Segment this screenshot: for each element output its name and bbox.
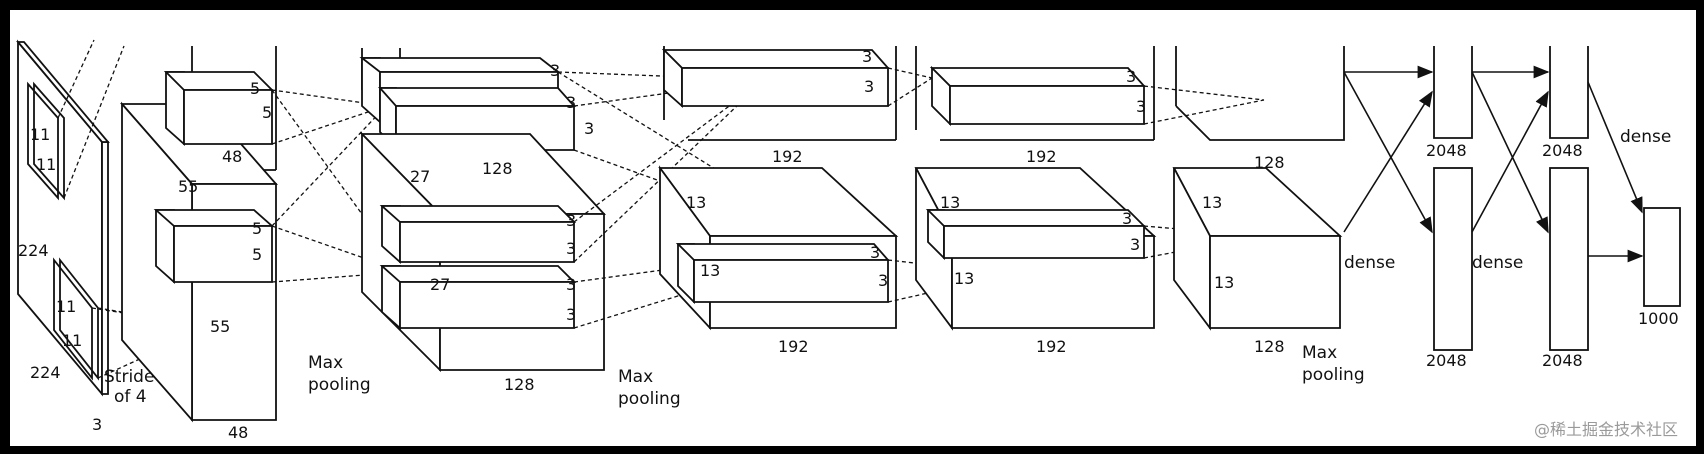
- input-depth-label: 3: [92, 415, 102, 434]
- max-pooling-label: pooling: [618, 389, 681, 409]
- conv3-depth-label: 192: [772, 147, 803, 166]
- conv3-kernel-size: 3: [870, 243, 880, 262]
- conv2-depth-label: 128: [504, 375, 535, 394]
- conv5-depth-label: 128: [1254, 337, 1285, 356]
- conv5-block: [1172, 46, 1345, 331]
- input-width-label: 224: [30, 363, 61, 382]
- dense-label: dense: [1344, 253, 1395, 273]
- conv5-height-label: 13: [1202, 193, 1222, 212]
- max-pooling-label: Max: [308, 353, 343, 373]
- conv4-depth-label: 192: [1036, 337, 1067, 356]
- conv3-height-label: 13: [686, 193, 706, 212]
- input-kernel-size: 11: [30, 125, 50, 144]
- fc-size-label: 2048: [1542, 141, 1583, 160]
- conv5-depth-label: 128: [1254, 153, 1285, 172]
- conv2-width-label: 27: [430, 275, 450, 294]
- conv2-kernel-size: 3: [566, 93, 576, 112]
- conv2-kernel-size: 3: [550, 61, 560, 80]
- conv2-kernel-size: 3: [566, 275, 576, 294]
- max-pooling-label: pooling: [308, 375, 371, 395]
- fc-size-label: 2048: [1426, 351, 1467, 370]
- conv4-height-label: 13: [940, 193, 960, 212]
- conv2-depth-label: 128: [482, 159, 513, 178]
- conv3-kernel-size: 3: [864, 77, 874, 96]
- output-size-label: 1000: [1638, 309, 1679, 328]
- conv1-kernel-size: 5: [252, 245, 262, 264]
- input-kernel-size: 11: [56, 297, 76, 316]
- conv4-depth-label: 192: [1026, 147, 1057, 166]
- conv3-kernel-size: 3: [862, 47, 872, 66]
- max-pooling-label: pooling: [1302, 365, 1365, 385]
- stride-label: Stride: [104, 367, 154, 387]
- conv1-width-label: 55: [210, 317, 230, 336]
- conv4-kernel-size: 3: [1126, 67, 1136, 86]
- input-kernel-size: 11: [36, 155, 56, 174]
- fc-size-label: 2048: [1426, 141, 1467, 160]
- conv1-kernel-size: 5: [252, 219, 262, 238]
- conv4-width-label: 13: [954, 269, 974, 288]
- alexnet-diagram: 11 11 11 11 224 224 3 Stride of 4 5 5 5 …: [10, 10, 1696, 446]
- stride-label: of 4: [114, 387, 147, 407]
- conv1-kernel-size: 5: [262, 103, 272, 122]
- dense-label: dense: [1472, 253, 1523, 273]
- conv4-block: [914, 46, 1157, 331]
- conv3-kernel-size: 3: [878, 271, 888, 290]
- conv2-kernel-size: 3: [566, 239, 576, 258]
- max-pooling-label: Max: [1302, 343, 1337, 363]
- conv3-block: [658, 46, 899, 331]
- conv4-kernel-size: 3: [1122, 209, 1132, 228]
- conv4-kernel-size: 3: [1130, 235, 1140, 254]
- conv2-kernel-size: 3: [566, 305, 576, 324]
- input-height-label: 224: [18, 241, 49, 260]
- max-pooling-label: Max: [618, 367, 653, 387]
- conv1-depth-label: 48: [228, 423, 248, 442]
- fc-layers: [1433, 46, 1681, 351]
- conv3-width-label: 13: [700, 261, 720, 280]
- conv2-height-label: 27: [410, 167, 430, 186]
- architecture-svg: 11 11 11 11 224 224 3 Stride of 4 5 5 5 …: [16, 39, 1681, 442]
- input-kernel-size: 11: [62, 331, 82, 350]
- input-kernel-bottom: [53, 257, 93, 381]
- conv1-kernel-size: 5: [250, 79, 260, 98]
- conv1-height-label: 55: [178, 177, 198, 196]
- conv2-kernel-size: 3: [566, 211, 576, 230]
- conv1-block: [120, 46, 278, 423]
- fc-size-label: 2048: [1542, 351, 1583, 370]
- dense-label: dense: [1620, 127, 1671, 147]
- conv3-depth-label: 192: [778, 337, 809, 356]
- conv5-width-label: 13: [1214, 273, 1234, 292]
- conv4-kernel-size: 3: [1136, 97, 1146, 116]
- watermark: @稀土掘金技术社区: [1533, 420, 1678, 439]
- input-kernel-top: [27, 81, 59, 201]
- conv2-block: [359, 48, 607, 373]
- conv2-kernel-size: 3: [584, 119, 594, 138]
- conv1-depth-label: 48: [222, 147, 242, 166]
